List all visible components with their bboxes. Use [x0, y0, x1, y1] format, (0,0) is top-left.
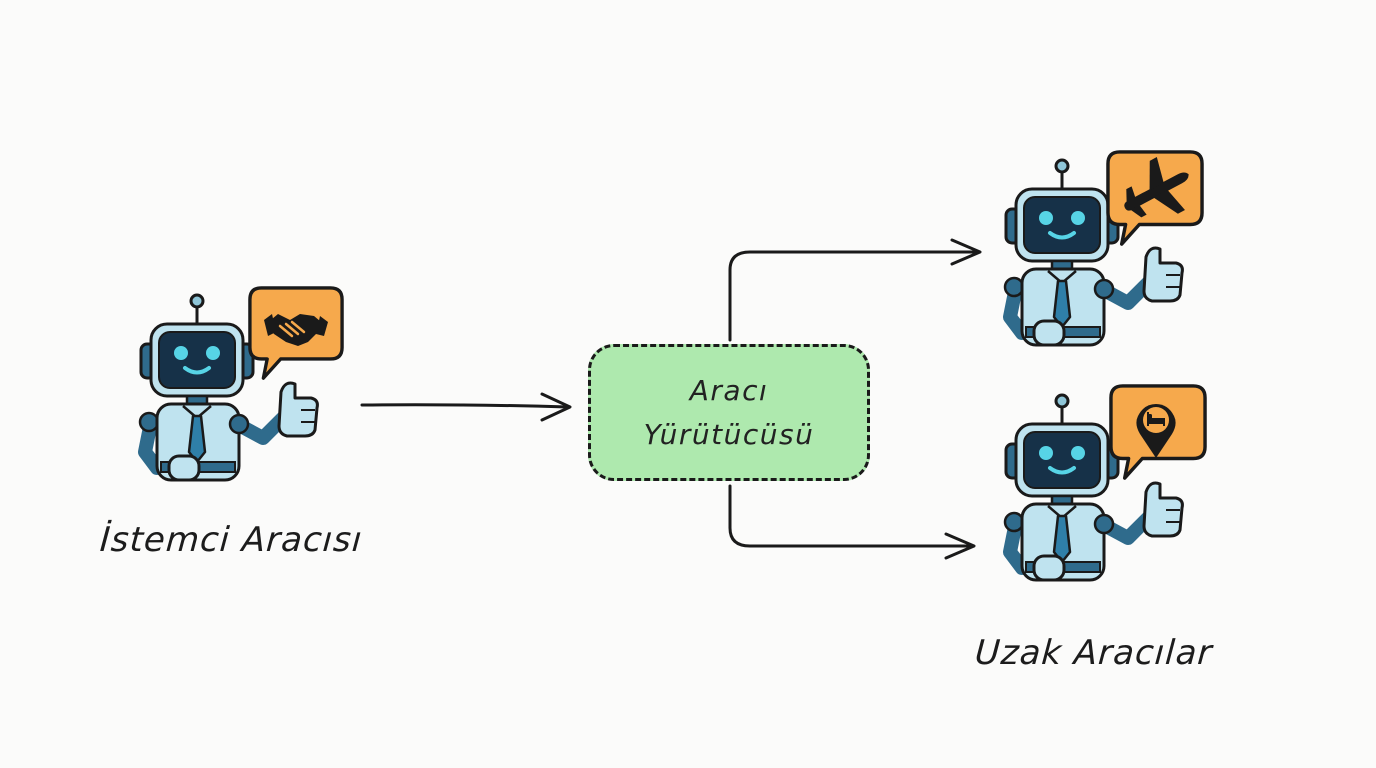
executor-label-line2: Yürütücüsü	[643, 417, 815, 451]
arrow-executor-to-hotel-agent	[728, 484, 976, 560]
remote-agent-hotel	[1005, 384, 1207, 580]
arrow-executor-to-flight-agent	[728, 238, 982, 342]
executor-label-line1: Aracı	[689, 373, 769, 407]
remote-agent-flight	[1005, 150, 1204, 345]
handshake-icon	[264, 314, 328, 346]
remote-agents-label: Uzak Aracılar	[973, 633, 1214, 673]
hotel-pin-icon	[1136, 404, 1176, 458]
client-agent-label: İstemci Aracısı	[98, 520, 364, 560]
agent-executor-box: Aracı Yürütücüsü	[588, 344, 870, 481]
hotel-speech-bubble	[1109, 384, 1207, 480]
arrow-client-to-executor	[360, 392, 572, 422]
client-agent	[140, 286, 344, 480]
client-speech-bubble	[248, 286, 344, 380]
airplane-icon	[1124, 157, 1189, 218]
flight-speech-bubble	[1106, 150, 1204, 246]
